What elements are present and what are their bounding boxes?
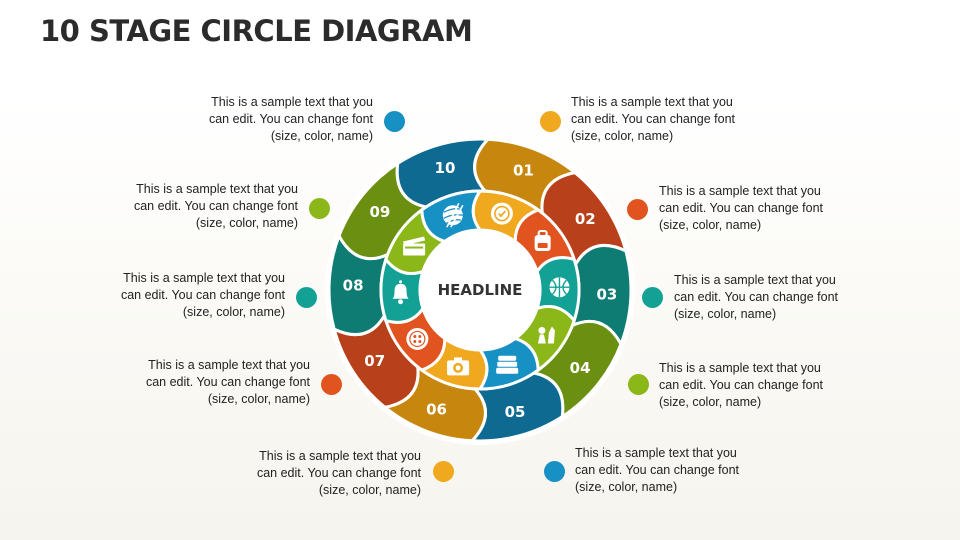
stage-02-number: 02 xyxy=(575,210,596,228)
center-circle xyxy=(422,232,538,348)
stage-10-number: 10 xyxy=(435,159,456,177)
button-icon xyxy=(406,327,429,350)
camera-icon xyxy=(447,357,470,376)
stage-07-number: 07 xyxy=(364,352,385,370)
stage-07-dot xyxy=(321,374,342,395)
stage-01-dot xyxy=(540,111,561,132)
stage-06-dot xyxy=(433,461,454,482)
page-title: 10 STAGE CIRCLE DIAGRAM xyxy=(40,14,473,48)
stage-10-dot xyxy=(384,111,405,132)
stage-01-number: 01 xyxy=(513,162,534,180)
backpack-icon xyxy=(534,230,551,252)
stage-08-number: 08 xyxy=(343,277,364,295)
award-badge-icon xyxy=(490,202,513,225)
clapperboard-icon xyxy=(403,236,426,256)
stage-05-dot xyxy=(544,461,565,482)
stage-04-number: 04 xyxy=(570,359,591,377)
stage-03-dot xyxy=(642,287,663,308)
stage-06-number: 06 xyxy=(426,400,447,418)
chess-pieces-icon xyxy=(537,326,555,344)
stage-02-dot xyxy=(627,199,648,220)
stage-10-outer-band xyxy=(395,137,492,209)
yarn-ball-icon xyxy=(442,202,464,228)
stage-03-number: 03 xyxy=(596,285,617,303)
stage-09-number: 09 xyxy=(369,203,390,221)
stage-05-number: 05 xyxy=(505,403,526,421)
center-headline: HEADLINE xyxy=(438,281,523,299)
book-stack-icon xyxy=(496,355,519,374)
stage-08-dot xyxy=(296,287,317,308)
basketball-icon xyxy=(549,277,570,298)
bell-icon xyxy=(392,280,409,305)
stage-09-dot xyxy=(309,198,330,219)
stage-04-dot xyxy=(628,374,649,395)
